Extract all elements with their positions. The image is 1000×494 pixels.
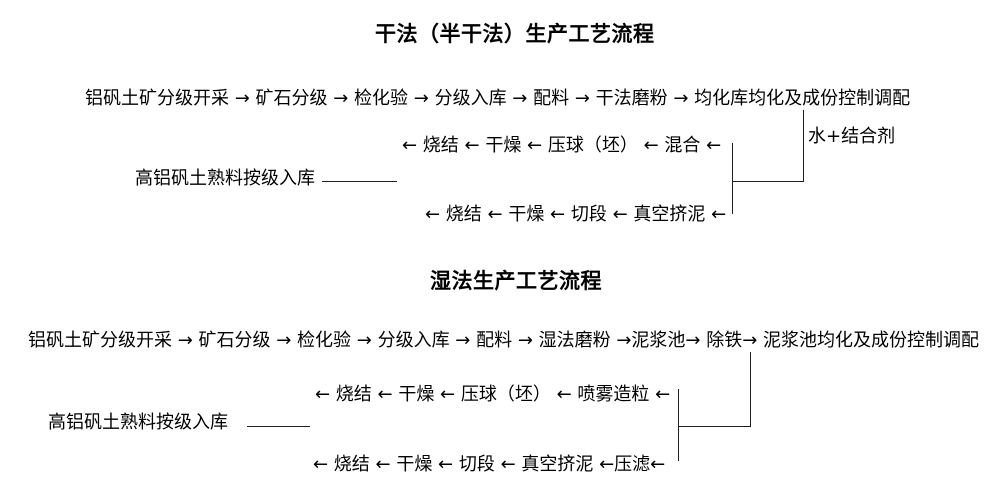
- wet-feed-line: [750, 352, 751, 427]
- dry-additive-feed-line: [803, 110, 804, 181]
- dry-storage-line: [322, 181, 397, 182]
- wet-storage-label: 高铝矾土熟料按级入库: [48, 412, 228, 433]
- dry-mixing-flow-row: ← 烧结 ← 干燥 ← 压球（坯） ← 混合 ←: [402, 135, 722, 156]
- dry-main-flow-row: 铝矾土矿分级开采 → 矿石分级 → 检化验 → 分级入库 → 配料 → 干法磨粉…: [85, 88, 911, 109]
- dry-extrusion-flow-row: ← 烧结 ← 干燥 ← 切段 ← 真空挤泥 ←: [425, 204, 727, 225]
- dry-branch-line: [732, 143, 733, 214]
- wet-branch-line: [678, 389, 679, 461]
- wet-granulation-flow-row: ← 烧结 ← 干燥 ← 压球（坯） ← 喷雾造粒 ←: [315, 384, 671, 405]
- wet-process-title: 湿法生产工艺流程: [430, 269, 602, 293]
- wet-storage-line: [247, 426, 310, 427]
- wet-extrusion-flow-row: ← 烧结 ← 干燥 ← 切段 ← 真空挤泥 ←压滤←: [313, 454, 666, 475]
- dry-connector-line: [732, 181, 804, 182]
- wet-main-flow-row: 铝矾土矿分级开采 → 矿石分级 → 检化验 → 分级入库 → 配料 → 湿法磨粉…: [28, 330, 980, 351]
- wet-connector-line: [678, 426, 751, 427]
- dry-process-title: 干法（半干法）生产工艺流程: [375, 22, 655, 46]
- dry-additive-label: 水+结合剂: [808, 126, 896, 147]
- dry-storage-label: 高铝矾土熟料按级入库: [135, 168, 315, 189]
